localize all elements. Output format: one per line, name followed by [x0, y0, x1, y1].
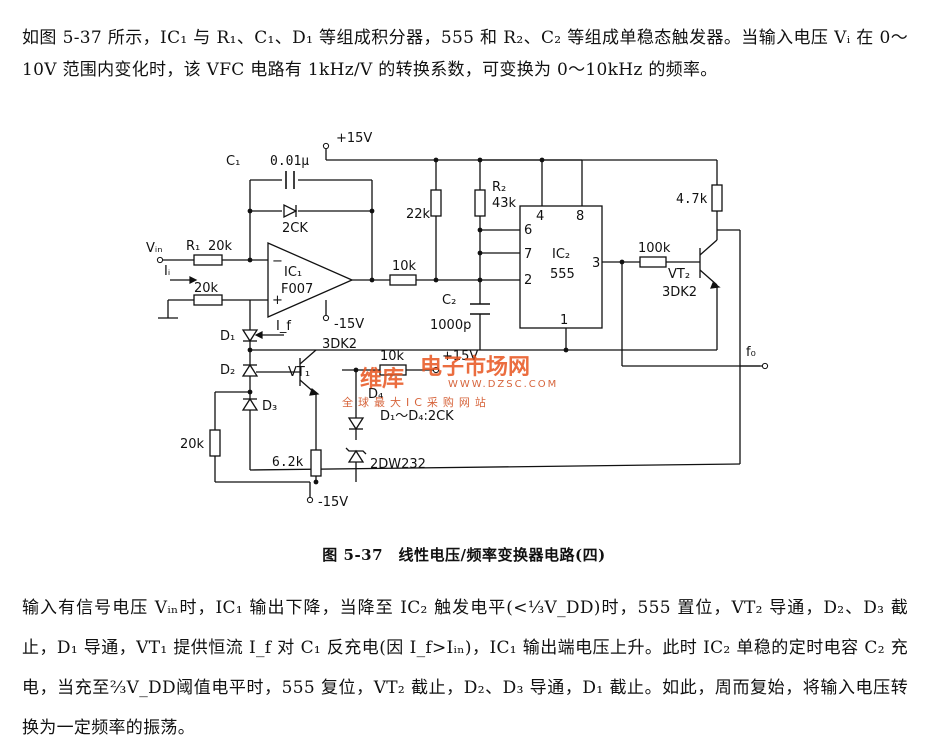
vfc-schematic: +15V C₁ 0.01μ 2CK Vᵢₙ Iᵢ R₁ 20k 20k IC₁ … — [146, 131, 769, 510]
mid-supply-label: +15V — [442, 349, 478, 364]
zener-label: 2DW232 — [370, 457, 426, 472]
vin-label: Vᵢₙ — [146, 241, 162, 256]
bottom-supply-label: -15V — [318, 495, 348, 510]
vt1-part-label: 3DK2 — [322, 337, 357, 352]
d1-label: D₁ — [220, 329, 235, 344]
ic1-negative-supply-label: -15V — [334, 317, 364, 332]
output-frequency-label: f₀ — [746, 345, 756, 360]
iin-label: Iᵢ — [164, 264, 170, 279]
d2-label: D₂ — [220, 363, 235, 378]
r2-value-label: 43k — [492, 196, 517, 211]
resistor-6.2k-label: 6.2k — [272, 455, 303, 470]
resistor-100k-label: 100k — [638, 241, 671, 256]
vt1-label: VT₁ — [288, 365, 310, 380]
top-supply-label: +15V — [336, 131, 372, 146]
d4-label: D₄ — [368, 387, 383, 402]
diode-note-label: D₁～D₄:2CK — [380, 409, 454, 424]
pin4-label: 4 — [536, 209, 544, 224]
pin7-label: 7 — [524, 247, 532, 262]
resistor-20k-left-label: 20k — [180, 437, 205, 452]
c2-value-label: 1000p — [430, 318, 471, 333]
if-label: I_f — [276, 319, 291, 334]
r2-label: R₂ — [492, 180, 506, 195]
ic1-label: IC₁ — [284, 265, 302, 280]
vt2-part-label: 3DK2 — [662, 285, 697, 300]
vt2-label: VT₂ — [668, 267, 690, 282]
ic2-label: IC₂ — [552, 247, 570, 262]
pin1-label: 1 — [560, 313, 568, 328]
pin6-label: 6 — [524, 223, 532, 238]
watermark: 维库 电子市场网 WWW.DZSC.COM 全球最大IC采购网站 — [342, 354, 558, 409]
ic2-part-label: 555 — [550, 267, 575, 282]
c1-label: C₁ — [226, 154, 240, 169]
explanation-paragraph: 输入有信号电压 Vᵢₙ时，IC₁ 输出下降，当降至 IC₂ 触发电平(<⅓V_D… — [22, 598, 908, 738]
svg-text:−: − — [272, 254, 283, 269]
r1-value-label: 20k — [208, 239, 233, 254]
svg-text:+: + — [272, 293, 283, 308]
output-resistor-label: 10k — [392, 259, 417, 274]
watermark-slogan: 全球最大IC采购网站 — [342, 395, 491, 409]
pin2-label: 2 — [524, 273, 532, 288]
r1-label: R₁ — [186, 239, 200, 254]
watermark-brand-suffix: 电子市场网 — [420, 354, 530, 380]
c1-value-label: 0.01μ — [270, 154, 309, 169]
c2-label: C₂ — [442, 293, 456, 308]
noninv-resistor-label: 20k — [194, 281, 219, 296]
watermark-brand: 维库 — [360, 366, 404, 392]
resistor-4.7k-label: 4.7k — [676, 192, 707, 207]
pin8-label: 8 — [576, 209, 584, 224]
pin3-label: 3 — [592, 256, 600, 271]
ic1-part-label: F007 — [281, 282, 313, 297]
figure-caption: 图 5-37 线性电压/频率变换器电路(四) — [322, 546, 606, 564]
vt1-resistor-label: 10k — [380, 349, 405, 364]
watermark-url: WWW.DZSC.COM — [448, 379, 558, 390]
feedback-diode-label: 2CK — [282, 221, 308, 236]
intro-paragraph: 如图 5-37 所示，IC₁ 与 R₁、C₁、D₁ 等组成积分器，555 和 R… — [22, 28, 908, 80]
resistor-22k-label: 22k — [406, 207, 431, 222]
d3-label: D₃ — [262, 399, 277, 414]
